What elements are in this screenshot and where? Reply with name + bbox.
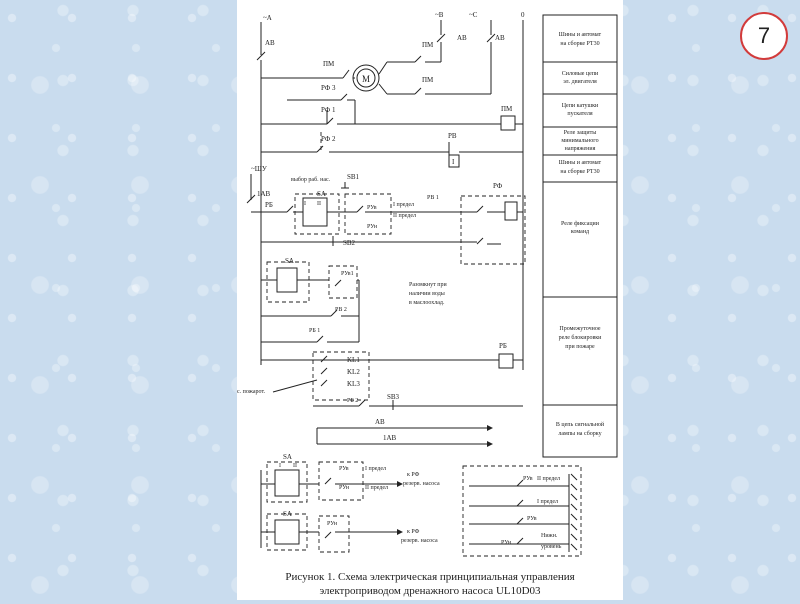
label-run-3: РУн xyxy=(339,485,350,491)
label-rb2: РБ 2 xyxy=(347,398,358,404)
label-closes-on: Разомкнут при xyxy=(409,282,447,288)
label-water-present: наличии воды xyxy=(409,291,445,297)
slide-number: 7 xyxy=(757,23,771,48)
label-reserve-1: резерв. насоса xyxy=(403,481,440,487)
label-run-4: РУн xyxy=(327,521,338,527)
label-limit1-3: I предел xyxy=(365,466,386,472)
label-ruv1: РУв1 xyxy=(341,271,354,277)
label-to-rf-1: к РФ xyxy=(407,472,420,478)
label-sa1-pos2: II xyxy=(317,201,321,207)
label-rv1: РВ 1 xyxy=(427,195,439,201)
label-phase-c: ~C xyxy=(469,11,478,19)
label-shu: ~ШУ xyxy=(251,165,267,173)
label-sa-3: SA xyxy=(283,453,292,461)
label-kl2: KL2 xyxy=(347,368,360,376)
label-motor: M xyxy=(362,74,370,84)
label-rb1: РБ 1 xyxy=(309,328,320,334)
label-rf2: РФ 2 xyxy=(321,135,336,143)
legend-6-l1: Промежуточное xyxy=(559,326,601,332)
label-sb2: SB2 xyxy=(343,239,356,247)
label-run-1: РУн xyxy=(367,224,378,230)
label-kl3: KL3 xyxy=(347,380,360,388)
label-pm-2: ПМ xyxy=(422,41,434,49)
legend-4-l2: на сборке РТ30 xyxy=(560,168,599,175)
label-kl1: KL1 xyxy=(347,356,360,364)
label-sa-2: SA xyxy=(285,257,294,265)
label-limit1-lvl: I предел xyxy=(537,499,558,505)
legend-6-l3: при пожаре xyxy=(565,344,595,350)
label-sb3: SB3 xyxy=(387,393,400,401)
legend-3-l3: напряжения xyxy=(565,146,596,152)
label-rv-i: I xyxy=(452,158,455,166)
label-av-b: АВ xyxy=(457,34,467,42)
label-1av-lamp: 1АВ xyxy=(383,434,397,442)
caption-line-1: Рисунок 1. Схема электрическая принципиа… xyxy=(285,571,574,583)
label-sb1: SB1 xyxy=(347,173,360,181)
diagram-sheet: Шины и автомат на сборке РТ30 Силовые це… xyxy=(237,0,623,600)
legend-1-l2: эл. двигателя xyxy=(563,79,597,85)
legend-6-l2: реле блокировки xyxy=(559,334,603,341)
label-reserve-2: резерв. насоса xyxy=(401,538,438,544)
label-sa1-pos1: I xyxy=(304,201,306,207)
label-level: уровень xyxy=(541,544,562,550)
label-rb: РБ xyxy=(265,201,273,209)
legend-7-l1: В цепь сигнальной xyxy=(556,421,605,428)
legend-2-l2: пускателя xyxy=(567,111,592,117)
label-av-lamp: АВ xyxy=(375,418,385,426)
lamp-section: АВ 1АВ xyxy=(316,418,493,447)
label-to-rf-2: к РФ xyxy=(407,529,420,535)
legend-0-l1: Шины и автомат xyxy=(559,32,602,38)
label-sa-1: SA xyxy=(317,190,326,198)
label-sa3-pos1: I xyxy=(279,463,281,469)
label-fire-signal: с. пожарот. xyxy=(237,389,266,395)
label-rv2: РВ 2 xyxy=(335,307,347,313)
schematic: Шины и автомат на сборке РТ30 Силовые це… xyxy=(237,11,618,597)
level-sensor: РУв II предел I предел РУв Нижн. РУн уро… xyxy=(462,465,582,557)
label-rf1: РФ 1 xyxy=(321,106,336,114)
label-av-c: АВ xyxy=(495,34,505,42)
legend-1-l1: Силовые цепи xyxy=(562,71,599,77)
label-phase-b: ~B xyxy=(435,11,444,19)
label-limit2-1: II предел xyxy=(393,213,416,219)
label-rb-coil: РБ xyxy=(499,342,507,350)
slide-number-badge: 7 xyxy=(740,12,788,60)
label-limit1-1: I предел xyxy=(393,202,414,208)
legend-0-l2: на сборке РТ30 xyxy=(560,40,599,47)
label-av-left: АВ xyxy=(265,39,275,47)
reserve-section: SA I II РУв РУн I предел II предел к РФ … xyxy=(260,453,440,553)
legend-3-l2: минимального xyxy=(561,138,598,144)
legend-4-l1: Шины и автомат xyxy=(559,160,602,166)
legend-5-l1: Реле фиксации xyxy=(561,220,600,227)
label-sa-4: SA xyxy=(283,510,292,518)
label-phase-a: ~A xyxy=(263,14,272,22)
label-ruv-lvl: РУв xyxy=(523,476,533,482)
legend-5-l2: команд xyxy=(571,229,589,235)
label-limit2-3: II предел xyxy=(365,485,388,491)
label-rf-coil: РФ xyxy=(493,182,503,190)
label-sa3-pos2: II xyxy=(293,463,297,469)
label-lower: Нижн. xyxy=(541,533,558,539)
label-in-oil-cooler: в маслоохлад. xyxy=(409,300,445,306)
label-ruv-1: РУв xyxy=(367,205,377,211)
label-zero: 0 xyxy=(521,11,525,19)
label-1av: 1АВ xyxy=(257,190,271,198)
label-ruv-3: РУв xyxy=(339,466,349,472)
label-run-lvl: РУн xyxy=(501,540,512,546)
label-pm-coil: ПМ xyxy=(501,105,513,113)
label-pm-3: ПМ xyxy=(422,76,434,84)
caption-line-2: электроприводом дренажного насоса UL10D0… xyxy=(319,585,541,597)
control-section: ~ШУ выбор раб. нас. SB1 1АВ РБ SA I II Р… xyxy=(237,165,526,410)
legend-7-l2: лампы на сборку xyxy=(558,430,601,437)
label-rf3: РФ 3 xyxy=(321,84,336,92)
label-ruv-lvl2: РУв xyxy=(527,516,537,522)
label-mode-select: выбор раб. нас. xyxy=(291,176,331,183)
label-limit2-lvl: II предел xyxy=(537,476,560,482)
label-rv: РВ xyxy=(448,132,457,140)
legend-3-l1: Реле защиты xyxy=(564,130,597,136)
legend-column: Шины и автомат на сборке РТ30 Силовые це… xyxy=(542,14,618,458)
label-pm-1: ПМ xyxy=(323,60,335,68)
legend-2-l1: Цепи катушки xyxy=(562,103,599,109)
